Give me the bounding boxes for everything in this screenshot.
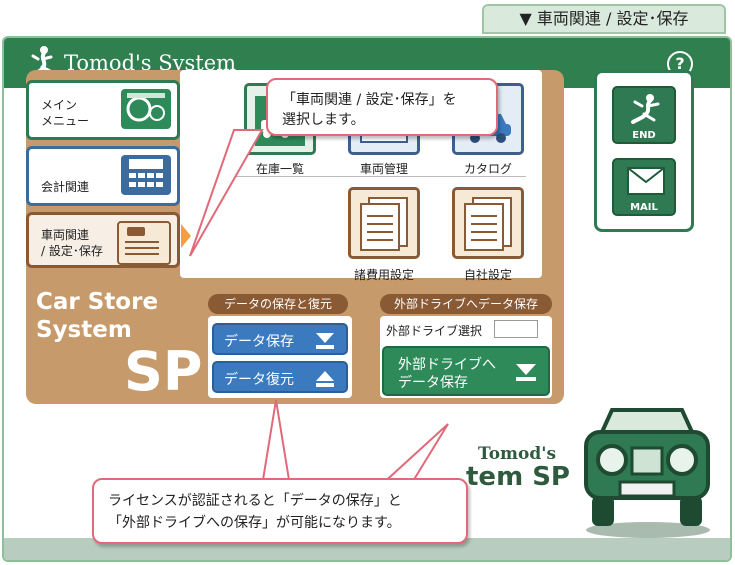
external-save-header: 外部ドライブへデータ保存 [380,294,552,314]
data-save-label: データ保存 [224,334,294,350]
company-settings-label: 自社設定 [463,268,512,282]
external-save-label-2: データ保存 [398,375,468,391]
nav-vehicle-label-2: / 設定･保存 [41,244,103,258]
gecko-icon [631,94,660,124]
brand-line-2: System [36,317,132,343]
inventory-label: 在庫一覧 [255,162,304,176]
download-arrow-icon [316,333,334,349]
nav-accounting-button[interactable]: 会計関連 [26,146,180,206]
brand-sp: SP [124,340,203,403]
data-restore-label: データ復元 [224,372,294,388]
callout-bottom-line-1: ライセンスが認証されると「データの保存」と [108,493,402,509]
document-stack-icon [360,197,408,251]
brand-line-1: Car Store [36,289,159,315]
nav-vehicle-settings-button[interactable]: 車両関連 / 設定･保存 [26,212,180,268]
mail-label: MAIL [630,202,658,213]
misc-fees-label: 諸費用設定 [353,268,414,282]
mail-icon [627,167,665,195]
external-drive-select[interactable] [494,320,538,338]
brand-name: Car Store System [36,288,158,344]
callout-select-vehicle-settings: 「車両関連 / 設定･保存」を 選択します。 [266,78,498,136]
selected-arrow-icon [181,224,191,248]
vehicle-management-label: 車両管理 [359,162,408,176]
callout-top-line-2: 選択します。 [282,112,365,128]
company-settings-tile[interactable] [452,187,524,259]
save-restore-header: データの保存と復元 [208,294,348,314]
catalog-label: カタログ [463,162,512,176]
vehicle-document-icon [117,221,171,265]
mail-button[interactable]: MAIL [612,158,676,216]
download-arrow-icon [516,364,536,381]
brand-secondary-line-2: tem SP [466,462,570,492]
callout-top-line-1: 「車両関連 / 設定･保存」を [282,92,457,108]
dashboard-icon [121,89,171,129]
upload-arrow-icon [316,371,334,387]
nav-main-label-1: メイン [41,98,78,112]
tile-divider [232,176,526,177]
external-drive-save-button[interactable]: 外部ドライブへ データ保存 [382,346,550,396]
misc-fees-settings-tile[interactable] [348,187,420,259]
section-tab: ▼ 車両関連 / 設定･保存 [482,4,726,34]
car-illustration-icon [584,408,710,538]
callout-bottom-line-2: 「外部ドライブへの保存」が可能になります。 [108,515,401,531]
nav-main-menu-button[interactable]: メイン メニュー [26,80,180,140]
end-label: END [632,130,656,141]
nav-vehicle-label-1: 車両関連 [41,228,90,242]
calculator-icon [121,155,171,195]
nav-accounting-label: 会計関連 [41,180,90,194]
external-drive-select-label: 外部ドライブ選択 [386,324,483,338]
data-save-button[interactable]: データ保存 [212,323,348,355]
nav-main-label-2: メニュー [41,114,90,128]
end-button[interactable]: END [612,86,676,144]
document-stack-icon [464,197,512,251]
external-save-label-1: 外部ドライブへ [398,357,496,373]
data-restore-button[interactable]: データ復元 [212,361,348,393]
callout-license-info: ライセンスが認証されると「データの保存」と 「外部ドライブへの保存」が可能になり… [92,478,468,544]
brand-secondary-line-1: Tomod's [478,444,557,464]
